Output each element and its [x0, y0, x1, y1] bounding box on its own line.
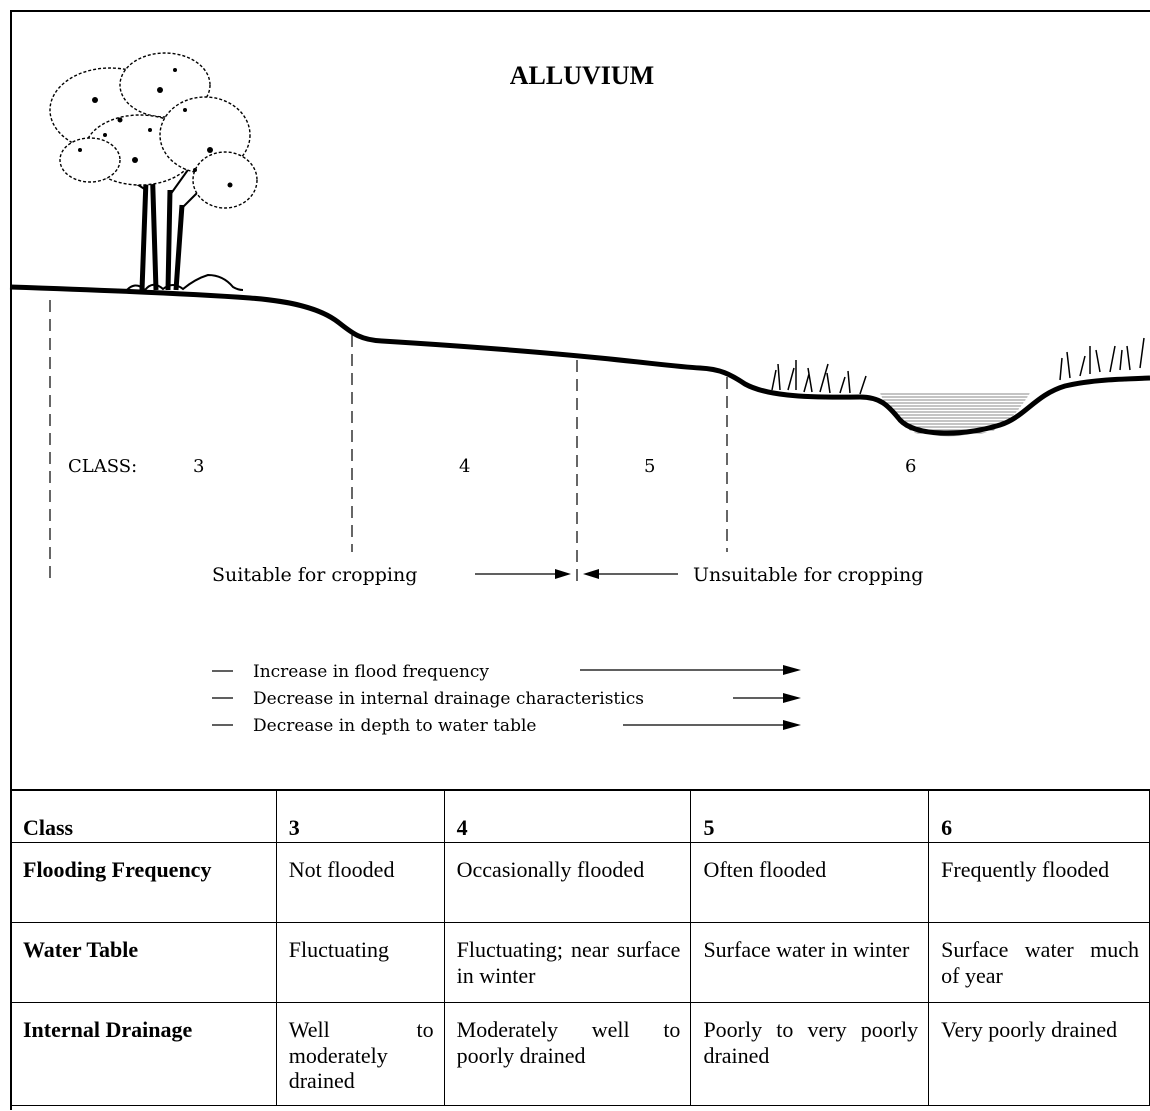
figure-frame — [10, 10, 1150, 1110]
table-cell: Well to moderately drained — [275, 1002, 445, 1107]
marsh-vegetation — [771, 337, 1145, 395]
table-cell: Poorly to very poorly drained — [690, 1002, 930, 1107]
table-cell: Not flooded — [275, 842, 445, 924]
table-cell: Occasionally flooded — [443, 842, 692, 924]
legend-item-internal-drainage: Decrease in internal drainage characteri… — [253, 689, 644, 709]
table-header-cell: Class — [10, 789, 277, 844]
class-label: CLASS: — [68, 456, 137, 477]
class-number-4: 4 — [459, 456, 470, 477]
table-header-cell: 4 — [443, 789, 692, 844]
table-header-row: Class 3 4 5 6 — [10, 789, 1150, 844]
unsuitable-arrowhead — [583, 569, 599, 579]
table-cell: Fluctuating; near surface in winter — [443, 922, 692, 1004]
alluvium-cross-section-diagram: ALLUVIUM CLASS: — [9, 52, 1150, 736]
water-body — [880, 393, 1030, 437]
row-label: Internal Drainage — [10, 1002, 277, 1107]
table-cell: Fluctuating — [275, 922, 445, 1004]
table-row: Internal Drainage Well to moderately dra… — [10, 1002, 1150, 1107]
ground-profile-line — [9, 284, 1150, 436]
legend-item-water-table: Decrease in depth to water table — [253, 716, 536, 736]
legend-item-flood-frequency: Increase in flood frequency — [253, 662, 489, 682]
tree-illustration — [49, 52, 258, 293]
table-header-cell: 6 — [928, 789, 1150, 844]
unsuitable-label: Unsuitable for cropping — [693, 564, 923, 586]
table-cell: Often flooded — [690, 842, 930, 924]
suitable-label: Suitable for cropping — [212, 564, 417, 586]
table-cell: Frequently flooded — [928, 842, 1150, 924]
table-row: Water Table Fluctuating Fluctuating; nea… — [10, 922, 1150, 1004]
class-number-3: 3 — [193, 456, 204, 477]
class-boundaries — [49, 300, 728, 585]
class-number-6: 6 — [905, 456, 916, 477]
table-cell: Very poorly drained — [928, 1002, 1150, 1107]
table-header-cell: 3 — [275, 789, 445, 844]
table-cell: Surface water much of year — [928, 922, 1150, 1004]
class-number-5: 5 — [644, 456, 655, 477]
suitable-arrowhead — [555, 569, 571, 579]
table-cell: Surface water in winter — [690, 922, 930, 1004]
row-label: Flooding Frequency — [10, 842, 277, 924]
table-row: Flooding Frequency Not flooded Occasiona… — [10, 842, 1150, 924]
table-cell: Moderately well to poorly drained — [443, 1002, 692, 1107]
trend-legend: Increase in flood frequency Decrease in … — [212, 662, 801, 736]
table-header-cell: 5 — [690, 789, 930, 844]
class-characteristics-table: Class 3 4 5 6 Flooding Frequency Not flo… — [10, 789, 1150, 1107]
diagram-title: ALLUVIUM — [510, 61, 654, 90]
row-label: Water Table — [10, 922, 277, 1004]
